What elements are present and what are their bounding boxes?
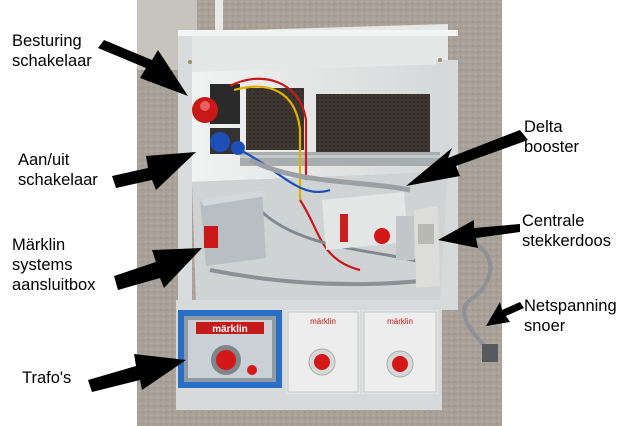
trafo-grey-2: märklin: [362, 310, 438, 394]
label-besturing-schakelaar: Besturing schakelaar: [12, 32, 92, 70]
trafo-blue-logo: märklin: [212, 324, 248, 335]
socket-strip: [414, 206, 440, 288]
arrow-aanuit: [112, 152, 196, 190]
arrow-trafos: [88, 354, 186, 392]
trafo-blue: märklin: [178, 310, 282, 388]
arrow-marklin: [114, 248, 202, 290]
label-delta-booster: Delta booster: [524, 118, 580, 156]
label-centrale-stekkerdoos: Centrale stekkerdoos: [522, 212, 611, 250]
vent-left: [246, 88, 304, 150]
arrow-netspanning: [486, 302, 524, 326]
label-aanuit-schakelaar: Aan/uit schakelaar: [18, 151, 98, 189]
trafo-grey-2-logo: märklin: [387, 317, 413, 326]
label-trafos: Trafo's: [22, 369, 72, 387]
delta-booster: [322, 192, 414, 260]
annotation-arrows: [88, 40, 528, 392]
vent-right: [316, 94, 430, 152]
arrow-besturing: [98, 40, 188, 96]
trafo-grey-1: märklin: [286, 310, 360, 394]
marklin-connect-box: [200, 190, 266, 266]
arrow-centrale: [438, 220, 520, 248]
trafo-grey-1-logo: märklin: [310, 317, 336, 326]
arrow-delta: [406, 130, 528, 186]
label-netspanning-snoer: Netspanning snoer: [524, 297, 617, 335]
mains-cable: [447, 236, 493, 354]
label-marklin-aansluitbox: Märklin systems aansluitbox: [12, 236, 96, 294]
